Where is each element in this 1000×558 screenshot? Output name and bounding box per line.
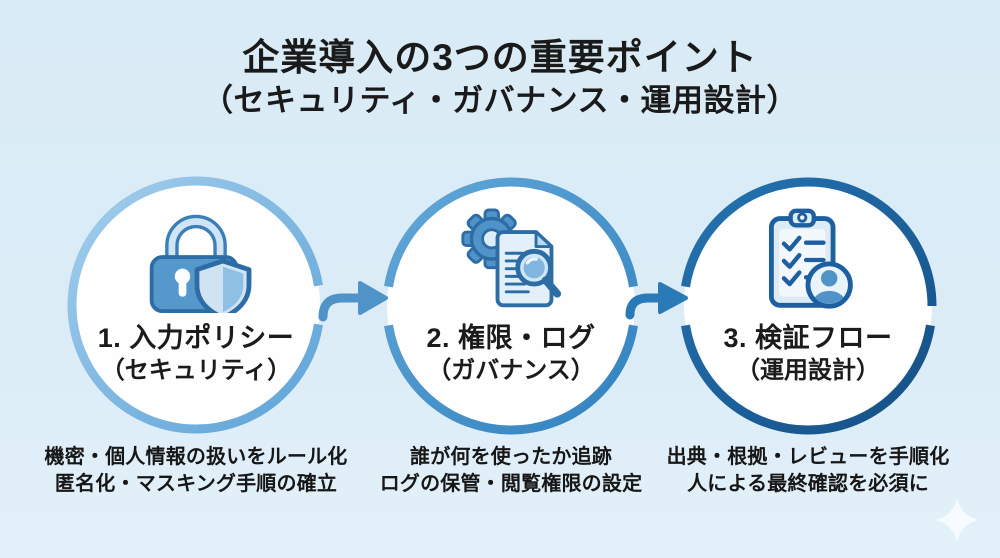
page-title: 企業導入の3つの重要ポイント （セキュリティ・ガバナンス・運用設計） [0, 34, 1000, 121]
clipboard-checklist-person-icon [768, 208, 853, 309]
description-line: 機密・個人情報の扱いをルール化 [44, 446, 348, 468]
sparkle-icon [935, 498, 979, 542]
step-title: 3. 検証フロー [723, 323, 893, 353]
step-2: 2. 権限・ログ （ガバナンス） [383, 177, 639, 433]
step-subtitle: （ガバナンス） [427, 357, 595, 385]
step-3: 3. 検証フロー （運用設計） [680, 177, 936, 433]
description-line: ログの保管・閲覧権限の設定 [379, 472, 643, 495]
description-line: 匿名化・マスキング手順の確立 [54, 472, 338, 495]
description-line: 誰が何を使ったか追跡 [410, 446, 612, 468]
step-description-1: 機密・個人情報の扱いをルール化 匿名化・マスキング手順の確立 [16, 444, 376, 497]
step-1: 1. 入力ポリシー （セキュリティ） [68, 177, 324, 433]
step-title: 1. 入力ポリシー [97, 323, 295, 353]
step-title: 2. 権限・ログ [426, 323, 596, 353]
description-line: 人による最終確認を必須に [687, 472, 929, 495]
title-line-2: （セキュリティ・ガバナンス・運用設計） [201, 83, 799, 119]
step-description-3: 出典・根拠・レビューを手順化 人による最終確認を必須に [628, 444, 988, 497]
lock-shield-icon [149, 214, 252, 313]
step-description-2: 誰が何を使ったか追跡 ログの保管・閲覧権限の設定 [331, 444, 691, 497]
step-subtitle: （運用設計） [736, 357, 880, 385]
step-subtitle: （セキュリティ） [100, 357, 292, 385]
arrow-right-icon [318, 281, 388, 322]
description-line: 出典・根拠・レビューを手順化 [666, 446, 950, 468]
arrow-right-icon [625, 282, 688, 320]
gear-document-magnifier-icon [461, 208, 562, 308]
title-line-1: 企業導入の3つの重要ポイント [242, 37, 758, 78]
